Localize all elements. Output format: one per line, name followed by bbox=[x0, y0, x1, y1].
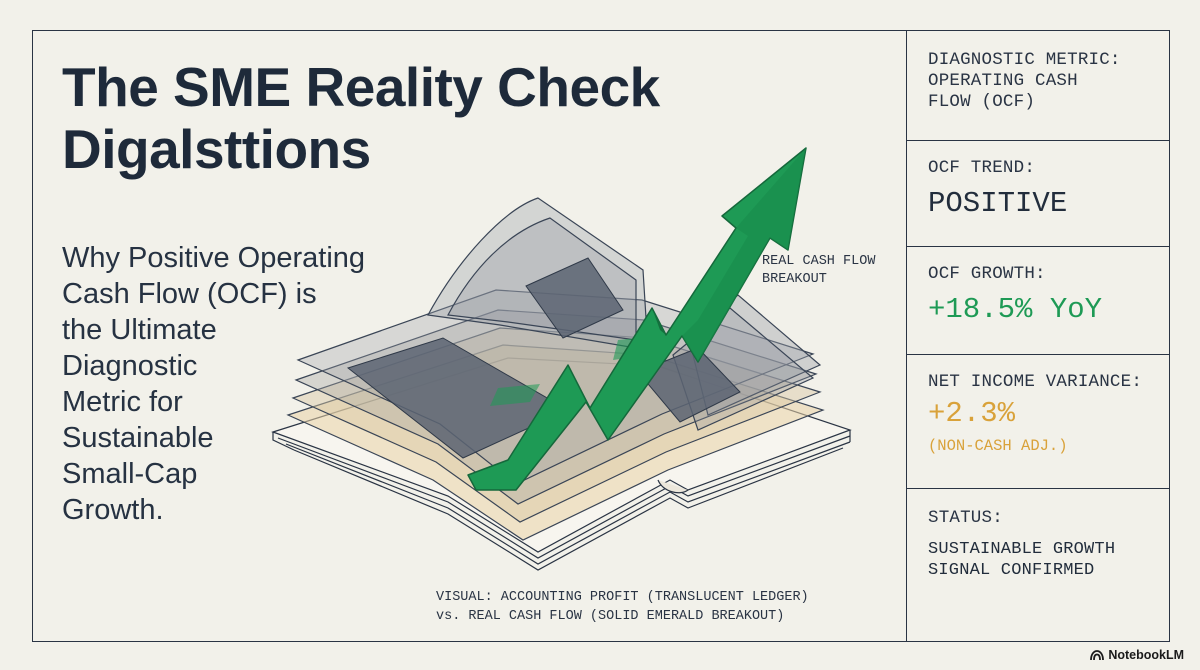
ocf-trend-panel: OCF TREND: POSITIVE bbox=[906, 158, 1170, 221]
brand-mark: NotebookLM bbox=[1090, 648, 1184, 662]
panel-divider bbox=[906, 488, 1170, 489]
status-value-line: SUSTAINABLE GROWTH bbox=[928, 540, 1116, 559]
subtitle-line: Small-Cap bbox=[62, 458, 198, 490]
callout-line: REAL CASH FLOW bbox=[762, 254, 876, 269]
ocf-growth-panel: OCF GROWTH: +18.5% YoY bbox=[906, 264, 1170, 327]
subtitle-line: Diagnostic bbox=[62, 350, 198, 382]
subtitle-line: Why Positive Operating bbox=[62, 242, 366, 274]
arrow-callout: REAL CASH FLOW BREAKOUT bbox=[762, 253, 875, 289]
page-title: The SME Reality Check Digalsttions bbox=[62, 56, 882, 180]
panel-label-line: DIAGNOSTIC METRIC: bbox=[928, 50, 1121, 70]
subtitle: Why Positive Operating Cash Flow (OCF) i… bbox=[62, 240, 462, 528]
status-panel: STATUS: SUSTAINABLE GROWTH SIGNAL CONFIR… bbox=[906, 508, 1170, 581]
subtitle-line: Growth. bbox=[62, 494, 164, 526]
ledger-data-blocks bbox=[346, 257, 741, 459]
panel-label-line: FLOW (OCF) bbox=[928, 92, 1036, 112]
panel-label: OCF GROWTH: bbox=[928, 264, 1046, 284]
brand-name: NotebookLM bbox=[1108, 648, 1184, 662]
diagnostic-metric-panel: DIAGNOSTIC METRIC: OPERATING CASH FLOW (… bbox=[906, 50, 1170, 113]
ocf-trend-value: POSITIVE bbox=[928, 187, 1068, 220]
subtitle-line: Sustainable bbox=[62, 422, 214, 454]
subtitle-line: Cash Flow (OCF) is bbox=[62, 278, 317, 310]
panel-label: OCF TREND: bbox=[928, 158, 1036, 178]
variance-value: +2.3% bbox=[928, 397, 1016, 430]
callout-line: BREAKOUT bbox=[762, 272, 827, 287]
panel-divider bbox=[906, 246, 1170, 247]
panel-divider bbox=[906, 354, 1170, 355]
notebooklm-logo-icon bbox=[1090, 649, 1105, 660]
variance-note: (NON-CASH ADJ.) bbox=[928, 437, 1068, 455]
panel-label: STATUS: bbox=[928, 508, 1003, 528]
caption-line: vs. REAL CASH FLOW (SOLID EMERALD BREAKO… bbox=[436, 609, 785, 624]
panel-label-line: OPERATING CASH bbox=[928, 71, 1078, 91]
ledger-breakout-illustration bbox=[271, 147, 852, 571]
title-line-2: Digalsttions bbox=[62, 118, 371, 180]
net-income-variance-panel: NET INCOME VARIANCE: +2.3% (NON-CASH ADJ… bbox=[906, 372, 1170, 455]
sidebar-divider bbox=[906, 30, 907, 642]
ocf-growth-value: +18.5% YoY bbox=[928, 293, 1103, 326]
title-line-1: The SME Reality Check bbox=[62, 56, 660, 118]
subtitle-line: Metric for bbox=[62, 386, 183, 418]
slide-frame bbox=[32, 30, 1170, 642]
cash-flow-arrow bbox=[467, 147, 807, 491]
caption-line: VISUAL: ACCOUNTING PROFIT (TRANSLUCENT L… bbox=[436, 590, 809, 605]
visual-caption: VISUAL: ACCOUNTING PROFIT (TRANSLUCENT L… bbox=[436, 588, 809, 626]
subtitle-line: the Ultimate bbox=[62, 314, 217, 346]
status-value: SUSTAINABLE GROWTH SIGNAL CONFIRMED bbox=[928, 539, 1170, 581]
panel-divider bbox=[906, 140, 1170, 141]
status-value-line: SIGNAL CONFIRMED bbox=[928, 561, 1095, 580]
panel-label: DIAGNOSTIC METRIC: OPERATING CASH FLOW (… bbox=[928, 50, 1170, 113]
panel-label: NET INCOME VARIANCE: bbox=[928, 372, 1143, 392]
